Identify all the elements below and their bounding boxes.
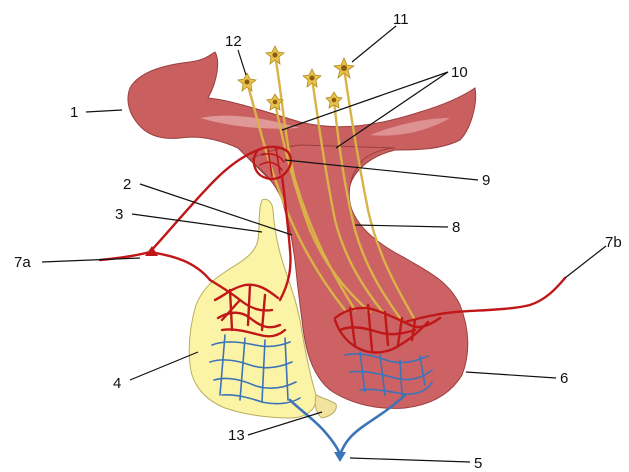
label-7a: 7a xyxy=(14,254,31,271)
label-8: 8 xyxy=(452,219,460,236)
label-7b: 7b xyxy=(605,234,622,251)
label-2: 2 xyxy=(123,176,131,193)
label-3: 3 xyxy=(115,206,123,223)
label-13: 13 xyxy=(228,427,245,444)
label-9: 9 xyxy=(482,172,490,189)
label-12: 12 xyxy=(225,33,242,50)
label-10: 10 xyxy=(451,64,468,81)
neuron-cell-bodies xyxy=(238,46,354,110)
pars-intermedia-shape xyxy=(315,395,336,418)
label-11: 11 xyxy=(393,11,409,28)
label-6: 6 xyxy=(560,370,568,387)
label-5: 5 xyxy=(474,455,482,472)
label-1: 1 xyxy=(70,104,78,121)
label-4: 4 xyxy=(113,375,121,392)
